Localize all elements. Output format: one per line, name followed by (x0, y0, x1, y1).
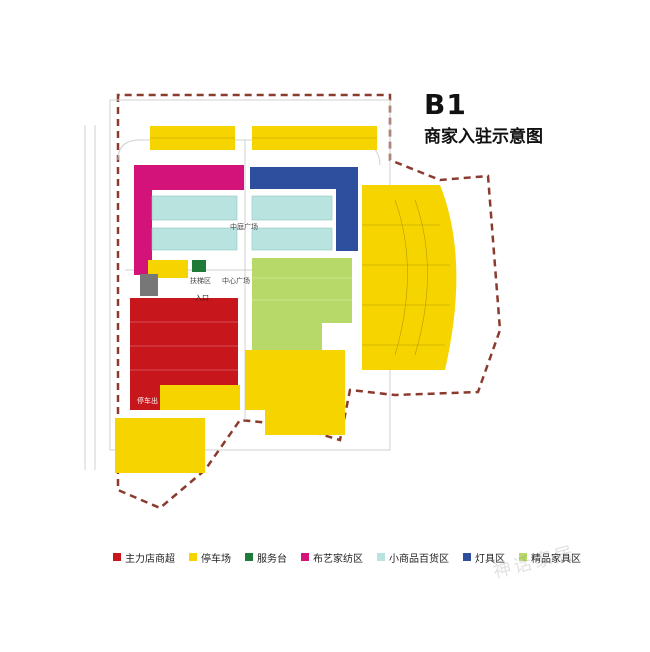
legend-label-parking: 停车场 (201, 553, 231, 565)
legend-item-service: 服务台 (245, 550, 287, 565)
legend-label-service: 服务台 (257, 553, 287, 565)
legend-item-lighting: 灯具区 (463, 550, 505, 565)
label-plaza-north: 中庭广场 (230, 223, 258, 231)
legend-label-textile: 布艺家纺区 (313, 553, 363, 565)
legend-item-textile: 布艺家纺区 (301, 550, 363, 565)
legend-label-anchor: 主力店商超 (125, 553, 175, 565)
label-escalator: 扶梯区 (190, 277, 211, 285)
site-boundary (116, 93, 502, 510)
swatch-lighting (463, 553, 471, 561)
zone-lighting (250, 167, 358, 251)
label-entrance: 入口 (195, 294, 209, 302)
swatch-parking (189, 553, 197, 561)
zone-fine-home (252, 258, 352, 351)
legend-item-fine-home: 精品家具区 (519, 550, 581, 565)
zone-small-goods (151, 195, 333, 251)
legend-item-parking: 停车场 (189, 550, 231, 565)
map-title-code: B1 (424, 88, 467, 121)
swatch-anchor (113, 553, 121, 561)
swatch-fine-home (519, 553, 527, 561)
escalator-area (140, 260, 206, 296)
legend-label-fine-home: 精品家具区 (531, 553, 581, 565)
parking-east-wing (362, 185, 457, 370)
swatch-service (245, 553, 253, 561)
legend-label-lighting: 灯具区 (475, 553, 505, 565)
parking-north (150, 126, 377, 150)
swatch-textile (301, 553, 309, 561)
label-south: 停车出 (137, 397, 158, 405)
zone-anchor (130, 298, 238, 410)
legend: 主力店商超 停车场 服务台 布艺家纺区 小商品百货区 灯具区 精品家具区 (113, 549, 581, 565)
label-plaza-center: 中心广场 (222, 277, 250, 285)
swatch-small-goods (377, 553, 385, 561)
legend-item-small-goods: 小商品百货区 (377, 550, 449, 565)
legend-item-anchor: 主力店商超 (113, 550, 175, 565)
parking-south (115, 350, 345, 473)
zone-textile (134, 165, 244, 275)
stall-grid (130, 277, 352, 371)
legend-label-small-goods: 小商品百货区 (389, 553, 449, 565)
map-title: 商家入驻示意图 (424, 127, 543, 147)
